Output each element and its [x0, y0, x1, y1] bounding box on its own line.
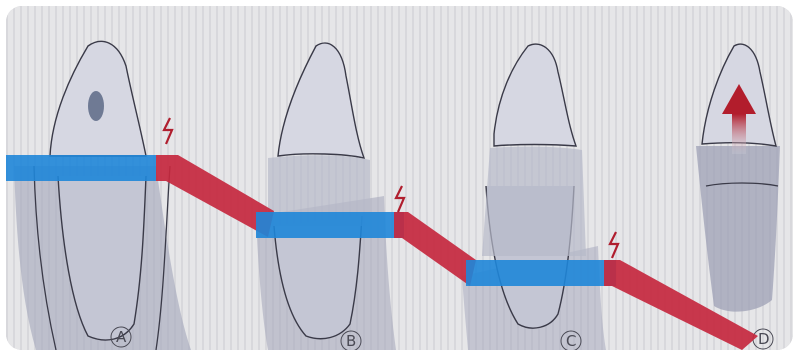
panel-label-d: D: [758, 330, 770, 348]
blue-band-a: [6, 155, 156, 181]
blue-band-c: [466, 260, 616, 286]
panel-label-a: A: [116, 328, 127, 346]
blue-band-b: [256, 212, 404, 238]
crown-body-c: [482, 147, 586, 256]
pulp-dot-a: [88, 91, 104, 121]
panel-label-b: B: [346, 332, 356, 350]
panel-label-c: C: [566, 332, 576, 350]
diagram-frame: A B C D: [6, 6, 793, 350]
tooth-eruption-diagram: A B C D: [6, 6, 793, 350]
